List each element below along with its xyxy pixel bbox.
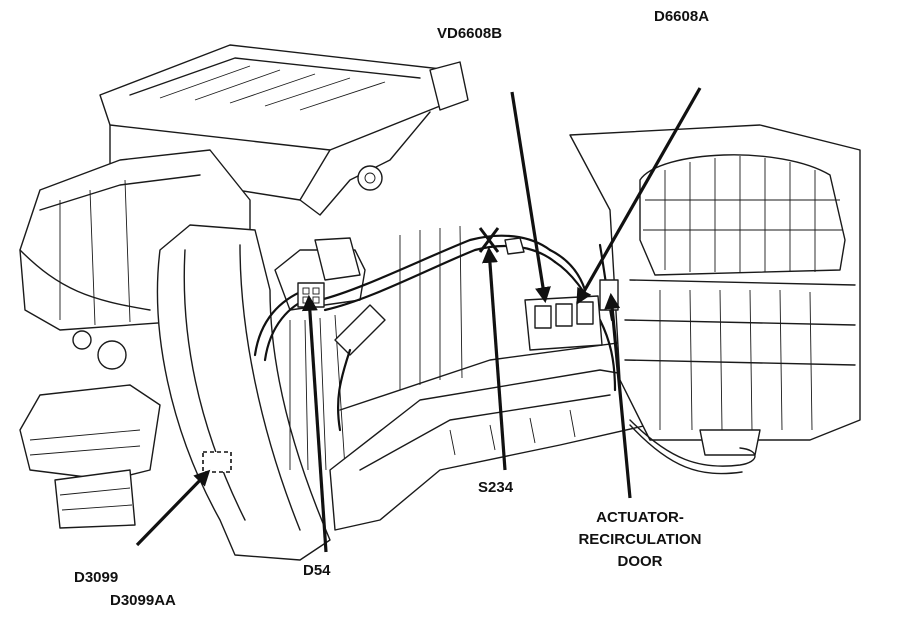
label-actuator-line1: ACTUATOR- xyxy=(596,509,684,526)
label-d3099: D3099 xyxy=(74,569,118,586)
leader-actuator xyxy=(604,292,632,499)
leader-s234 xyxy=(481,246,507,471)
top-plenum-drawing xyxy=(99,44,469,216)
splice-s234-marker xyxy=(478,227,500,253)
label-vd6608b: VD6608B xyxy=(437,25,502,42)
label-d6608a: D6608A xyxy=(654,8,709,25)
label-d54: D54 xyxy=(303,562,331,579)
actuator-connector xyxy=(599,279,619,311)
label-actuator-line3: DOOR xyxy=(618,553,663,570)
label-s234: S234 xyxy=(478,479,514,496)
label-actuator-line2: RECIRCULATION xyxy=(578,531,701,548)
connector-d54 xyxy=(297,282,325,308)
leader-d6608a xyxy=(576,87,702,305)
leader-d3099 xyxy=(135,469,211,547)
right-blower-drawing xyxy=(569,124,861,475)
d3099-location-box xyxy=(202,451,232,473)
leader-d54 xyxy=(301,294,328,553)
lower-frame-drawing xyxy=(329,225,671,531)
leader-vd6608b xyxy=(510,91,551,304)
label-d3099aa: D3099AA xyxy=(110,592,176,609)
connector-d6608a-block xyxy=(524,295,603,351)
